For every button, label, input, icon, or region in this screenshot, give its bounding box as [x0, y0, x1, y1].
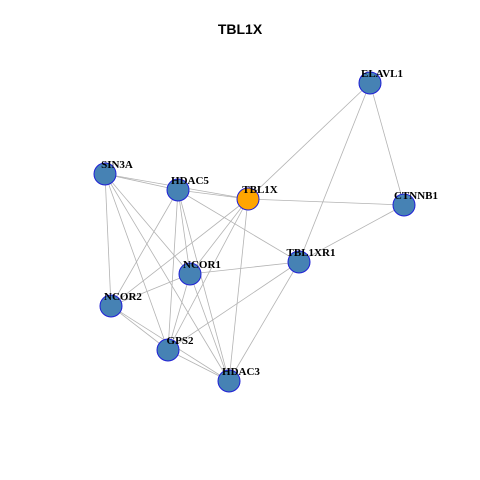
node-layer: [93, 71, 416, 393]
node-tbl1x[interactable]: [236, 187, 260, 211]
node-hdac3[interactable]: [217, 369, 241, 393]
edge-ncor1-ncor2: [110, 273, 191, 307]
edge-layer: [104, 82, 405, 382]
edge-elavl1-tbl1x: [247, 82, 371, 200]
graph-title: TBL1X: [217, 21, 263, 37]
edge-tbl1x-ctnnb1: [247, 198, 405, 206]
edge-ctnnb1-tbl1xr1: [298, 204, 405, 263]
edge-sin3a-ncor1: [104, 173, 191, 275]
node-label-sin3a: SIN3A: [101, 159, 133, 171]
edge-tbl1x-ncor1: [189, 198, 249, 275]
edge-elavl1-ctnnb1: [369, 82, 405, 206]
edge-elavl1-tbl1xr1: [298, 82, 371, 263]
node-ctnnb1[interactable]: [392, 193, 416, 217]
node-ncor2[interactable]: [99, 294, 123, 318]
node-sin3a[interactable]: [93, 162, 117, 186]
edge-sin3a-hdac3: [104, 173, 230, 382]
node-label-ctnnb1: CTNNB1: [394, 190, 438, 202]
node-hdac5[interactable]: [166, 178, 190, 202]
node-label-gps2: GPS2: [167, 335, 194, 347]
edge-tbl1x-gps2: [167, 198, 249, 351]
edge-sin3a-ncor2: [104, 173, 112, 307]
node-label-hdac5: HDAC5: [171, 175, 209, 187]
node-label-tbl1xr1: TBL1XR1: [287, 247, 336, 259]
edge-ncor1-gps2: [167, 273, 191, 351]
edge-tbl1x-hdac3: [228, 198, 249, 382]
node-label-ncor1: NCOR1: [183, 259, 221, 271]
edge-hdac5-ncor2: [110, 189, 179, 307]
edge-ncor1-hdac3: [189, 273, 230, 382]
node-elavl1[interactable]: [358, 71, 382, 95]
edge-sin3a-hdac5: [104, 173, 179, 191]
node-label-ncor2: NCOR2: [104, 291, 142, 303]
node-label-hdac3: HDAC3: [222, 366, 260, 378]
edge-hdac5-tbl1xr1: [177, 189, 300, 263]
node-label-tbl1x: TBL1X: [242, 184, 278, 196]
edge-hdac5-hdac3: [177, 189, 230, 382]
edge-tbl1x-ncor2: [110, 198, 249, 307]
edge-tbl1xr1-hdac3: [228, 261, 300, 382]
node-ncor1[interactable]: [178, 262, 202, 286]
edge-tbl1xr1-ncor1: [189, 261, 300, 275]
edge-hdac5-tbl1x: [177, 189, 249, 200]
node-tbl1xr1[interactable]: [287, 250, 311, 274]
edge-tbl1xr1-gps2: [167, 261, 300, 351]
node-gps2[interactable]: [156, 338, 180, 362]
edge-hdac5-ncor1: [177, 189, 191, 275]
edge-ncor2-gps2: [110, 305, 169, 351]
node-label-elavl1: ELAVL1: [361, 68, 403, 80]
edge-hdac5-gps2: [167, 189, 179, 351]
